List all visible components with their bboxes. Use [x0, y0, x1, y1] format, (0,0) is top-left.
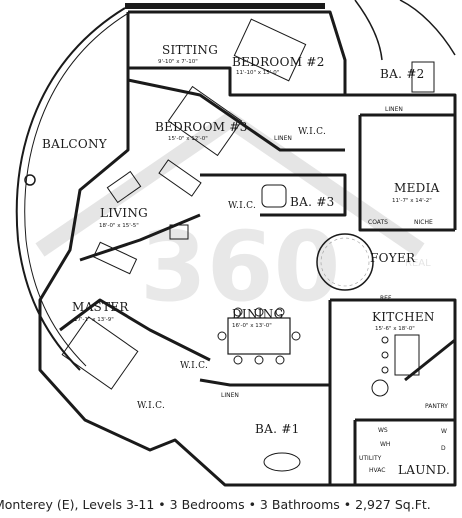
room-media-name: MEDIA	[394, 181, 440, 195]
label-niche: NICHE	[414, 219, 433, 226]
label-wh: WH	[380, 441, 390, 448]
room-kitchen-dims: 15'-6" x 18'-0"	[375, 326, 415, 332]
room-labels: SITTING 9'-10" x 7'-10" BEDROOM #2 11'-1…	[42, 43, 450, 477]
room-bedroom2-name: BEDROOM #2	[232, 55, 325, 69]
label-linen-b2: LINEN	[385, 106, 403, 113]
room-sitting-name: SITTING	[162, 43, 218, 57]
label-ref: REF.	[380, 295, 392, 302]
label-pantry: PANTRY	[425, 403, 448, 410]
label-wic-living: W.I.C.	[228, 201, 256, 211]
room-foyer-name: FOYER	[370, 251, 416, 265]
room-laundry-name: LAUND.	[398, 463, 450, 477]
room-sitting-dims: 9'-10" x 7'-10"	[158, 59, 198, 65]
dining-table	[217, 307, 301, 365]
watermark: 360 REAL	[35, 110, 431, 323]
room-dining-dims: 16'-0" x 13'-0"	[232, 323, 272, 329]
room-balcony-name: BALCONY	[42, 137, 108, 151]
label-wic-b3: W.I.C.	[298, 127, 326, 137]
balcony-curve	[354, 0, 383, 61]
caption-text: Monterey (E), Levels 3-11 • 3 Bedrooms •…	[0, 497, 431, 512]
label-hvac: HVAC	[369, 467, 385, 474]
small-labels: LINEN LINEN LINEN W.I.C. W.I.C. W.I.C. W…	[137, 106, 448, 474]
exterior-curve	[399, 0, 456, 56]
room-living-name: LIVING	[100, 206, 148, 220]
room-bedroom3-dims: 15'-0" x 12'-0"	[168, 136, 208, 142]
room-bath3-name: BA. #3	[290, 195, 335, 209]
label-wic-master1: W.I.C.	[180, 361, 208, 371]
watermark-suffix: REAL	[405, 258, 431, 269]
label-ws: WS	[378, 427, 388, 434]
room-kitchen-name: KITCHEN	[372, 310, 435, 324]
kitchen-island	[371, 334, 420, 397]
label-linen-b1: LINEN	[221, 392, 239, 399]
floor-plan: 360 REAL	[15, 0, 457, 487]
bathtubs	[261, 61, 435, 472]
label-wic-master2: W.I.C.	[137, 401, 165, 411]
label-d: D	[441, 445, 446, 452]
label-linen-b3: LINEN	[274, 135, 292, 142]
room-bath1-name: BA. #1	[255, 422, 300, 436]
foyer-circle	[316, 233, 374, 291]
room-living-dims: 18'-0" x 15'-5"	[99, 223, 139, 229]
beds	[61, 18, 307, 390]
room-master-dims: 17'-1" x 13'-9"	[74, 317, 114, 323]
watermark-text: 360	[140, 211, 340, 323]
room-bath2-name: BA. #2	[380, 67, 425, 81]
room-bedroom2-dims: 11'-10" x 15'-0"	[236, 70, 279, 76]
room-bedroom3-name: BEDROOM #3	[155, 120, 248, 134]
plan-caption: Monterey (E), Levels 3-11 • 3 Bedrooms •…	[0, 497, 462, 517]
room-media-dims: 11'-7" x 14'-2"	[392, 198, 432, 204]
label-coats: COATS	[368, 219, 388, 226]
room-master-name: MASTER	[72, 300, 129, 314]
living-furniture	[92, 159, 202, 275]
room-dining-name: DINING	[232, 307, 284, 321]
walls	[38, 10, 457, 487]
balcony-area	[15, 3, 325, 371]
label-w: W	[441, 428, 447, 435]
label-utility: UTILITY	[359, 455, 382, 462]
